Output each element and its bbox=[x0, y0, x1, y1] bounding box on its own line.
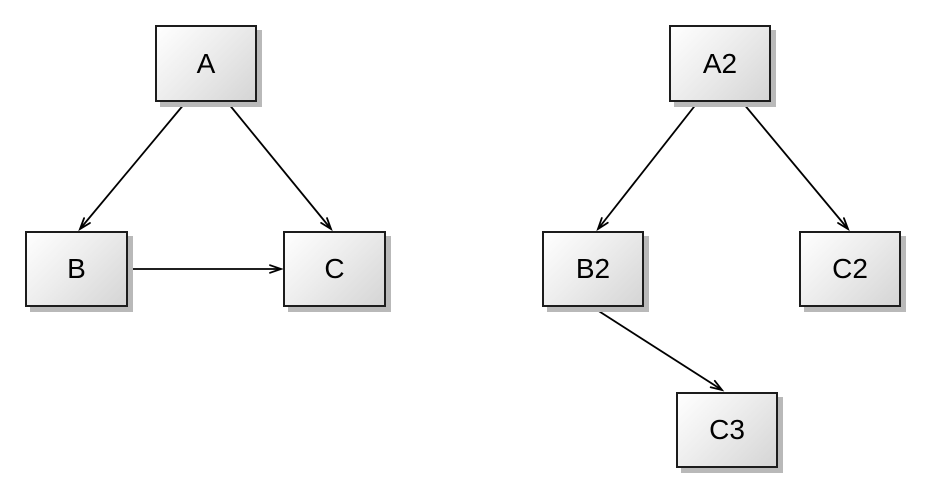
node-C2-label: C2 bbox=[832, 253, 868, 284]
edge-A2-C2 bbox=[742, 102, 850, 232]
node-B[interactable]: B bbox=[25, 231, 128, 307]
node-B-label: B bbox=[67, 253, 86, 284]
node-A-label: A bbox=[196, 47, 216, 79]
edge-B2-C3 bbox=[593, 307, 725, 392]
node-B2-label: B2 bbox=[575, 253, 611, 284]
edge-A-B bbox=[78, 102, 186, 232]
edge-A-C bbox=[227, 102, 333, 232]
node-A2-label: A2 bbox=[702, 47, 738, 79]
node-A[interactable]: A bbox=[155, 25, 257, 102]
node-C3[interactable]: C3 bbox=[676, 392, 778, 468]
node-B2[interactable]: B2 bbox=[542, 231, 644, 307]
node-C2[interactable]: C2 bbox=[799, 231, 901, 307]
edge-A2-B2 bbox=[596, 102, 698, 232]
node-C[interactable]: C bbox=[283, 231, 386, 307]
node-C3-label: C3 bbox=[709, 414, 745, 445]
node-C-label: C bbox=[324, 253, 345, 284]
node-A2[interactable]: A2 bbox=[669, 25, 771, 102]
